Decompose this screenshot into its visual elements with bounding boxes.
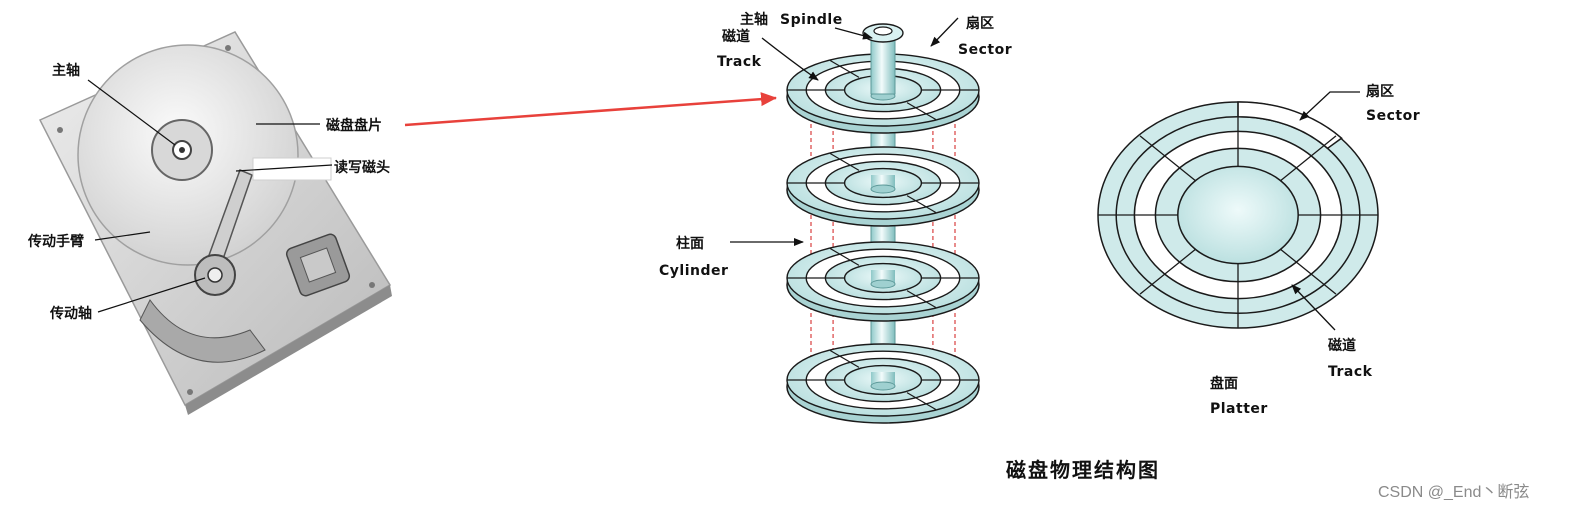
spindle-cap-hole (873, 26, 893, 36)
highlighted-sector (1237, 101, 1343, 150)
label-platter-sector-cn: 扇区 (1366, 83, 1394, 100)
spindle-collar (870, 279, 896, 289)
stack-labels: 主轴 Spindle 磁道 Track 扇区 Sector 柱面 Cylinde… (659, 11, 1012, 279)
hdd-pivot-center (207, 267, 223, 283)
label-stack-cylinder-cn: 柱面 (676, 235, 704, 252)
sector-line (906, 392, 937, 411)
leader-axis (97, 277, 206, 313)
hdd-case-edge (185, 285, 392, 415)
sector-line (906, 290, 937, 309)
label-hdd-spindle: 主轴 (52, 62, 80, 79)
label-stack-spindle-cn: 主轴 (740, 11, 768, 28)
hdd-screw (57, 127, 63, 133)
pointer-platter-sector (1299, 91, 1360, 121)
label-platter-platter-cn: 盘面 (1210, 375, 1238, 392)
spindle-top-shaft (870, 33, 896, 95)
platter-labels: 扇区 Sector 磁道 Track 盘面 Platter (1210, 83, 1420, 417)
label-stack-track-cn: 磁道 (722, 28, 750, 45)
sector-line (1279, 248, 1337, 295)
label-platter-track-cn: 磁道 (1328, 337, 1356, 354)
sector-line (829, 349, 860, 368)
label-stack-cylinder-en: Cylinder (659, 263, 728, 279)
hdd-connector-inner (299, 247, 337, 283)
single-platter (1097, 101, 1379, 329)
sector-line (1139, 135, 1197, 182)
spindle-collar (870, 381, 896, 391)
label-stack-track-en: Track (717, 54, 762, 70)
sector-line (906, 195, 937, 214)
label-platter-platter-en: Platter (1210, 401, 1268, 417)
hdd-voice-coil (139, 299, 266, 363)
platter-stack (786, 23, 980, 424)
pointer-stack-spindle (834, 27, 873, 40)
sector-line (829, 152, 860, 171)
sector-line (829, 247, 860, 266)
hdd-screw (225, 45, 231, 51)
hdd-screw (369, 282, 375, 288)
sector-line (1139, 248, 1197, 295)
hdd-illustration: 主轴 磁盘盘片 读写磁头 传动手臂 传动轴 (27, 31, 392, 415)
sector-line (829, 59, 860, 78)
label-stack-sector-en: Sector (958, 42, 1012, 58)
label-platter-sector-en: Sector (1366, 108, 1420, 124)
stacked-platter (786, 146, 980, 227)
label-stack-spindle-en: Spindle (780, 12, 843, 28)
label-platter-track-en: Track (1328, 364, 1373, 380)
leader-spindle (87, 79, 176, 146)
spindle-collar (870, 184, 896, 194)
hdd-head-label-box (252, 157, 332, 181)
figure-caption: 磁盘物理结构图 (1006, 458, 1160, 482)
leader-arm (94, 231, 151, 241)
stacked-platter (786, 343, 980, 424)
hdd-screw (187, 389, 193, 395)
pointer-platter-track (1291, 284, 1336, 331)
sector-line (906, 102, 937, 121)
label-stack-sector-cn: 扇区 (966, 15, 994, 32)
label-hdd-platter: 磁盘盘片 (326, 117, 382, 134)
stacked-platter (786, 241, 980, 322)
sector-line (1279, 135, 1337, 182)
label-hdd-head: 读写磁头 (334, 159, 390, 176)
label-hdd-arm: 传动手臂 (27, 233, 84, 250)
label-hdd-axis: 传动轴 (49, 305, 92, 322)
leader-head (235, 164, 333, 172)
pointer-stack-sector (930, 17, 959, 47)
watermark: CSDN @_End丶断弦 (1378, 483, 1529, 501)
hdd-spindle-dot (179, 147, 185, 153)
pointer-arrow (404, 92, 777, 127)
pointer-stack-track (761, 37, 819, 81)
